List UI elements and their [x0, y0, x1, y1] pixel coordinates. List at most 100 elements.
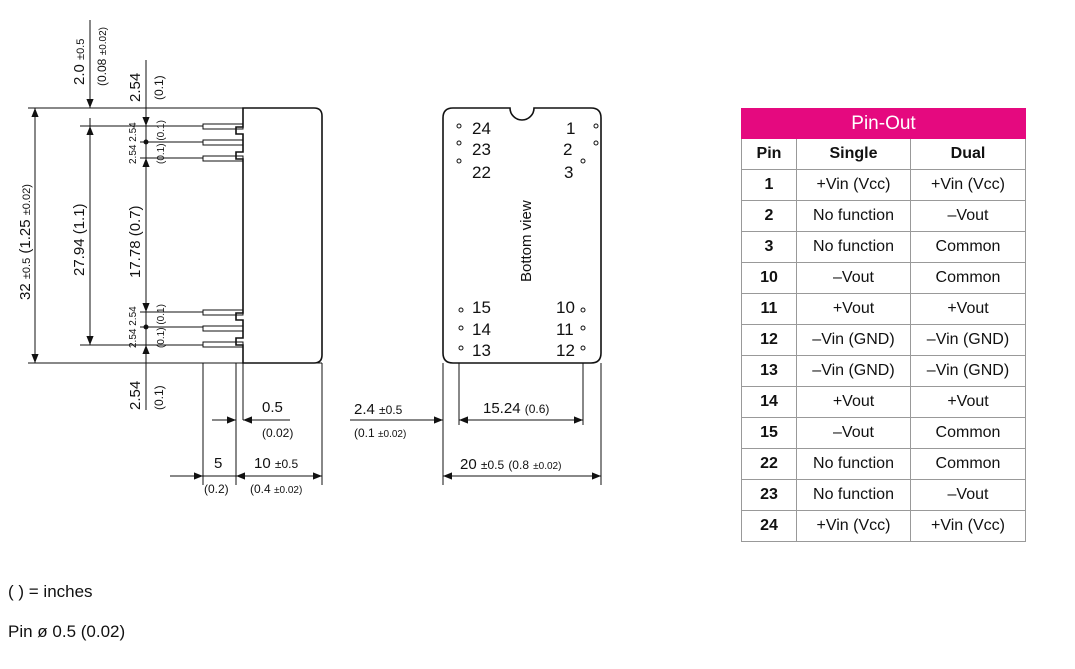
- pin-label: 14: [472, 320, 491, 339]
- single-cell: +Vout: [796, 293, 911, 325]
- pin-number-cell: 11: [741, 293, 797, 325]
- table-row: 1+Vin (Vcc)+Vin (Vcc): [741, 169, 1026, 201]
- dim-body-width: 10 ±0.5: [254, 455, 298, 472]
- column-header-dual: Dual: [910, 138, 1026, 170]
- pin-label: 3: [564, 163, 573, 182]
- single-cell: –Vout: [796, 417, 911, 449]
- pin-number-cell: 22: [741, 448, 797, 480]
- dim-small-pitch-bottom: 2.54 2.54: [128, 306, 139, 348]
- dim-row-spacing: 15.24 (0.6): [483, 400, 549, 417]
- dim-pin-thickness-in: (0.02): [262, 426, 293, 440]
- dual-cell: +Vin (Vcc): [910, 510, 1026, 542]
- table-row: 13–Vin (GND)–Vin (GND): [741, 355, 1026, 387]
- dim-pin-thickness: 0.5: [262, 399, 283, 416]
- pin-label: 1: [566, 119, 575, 138]
- pin-diameter-note: Pin ø 0.5 (0.02): [8, 622, 126, 641]
- pin-label: 22: [472, 163, 491, 182]
- dual-cell: Common: [910, 417, 1026, 449]
- single-cell: +Vin (Vcc): [796, 169, 911, 201]
- dim-pitch-top-in: (0.1): [152, 75, 166, 100]
- single-cell: No function: [796, 448, 911, 480]
- dim-small-pitch-bottom-in: (0.1) (0.1): [156, 304, 167, 348]
- pin-side: [202, 325, 244, 332]
- dual-cell: –Vout: [910, 200, 1026, 232]
- table-row: 12–Vin (GND)–Vin (GND): [741, 324, 1026, 356]
- bottom-view-label: Bottom view: [518, 200, 535, 282]
- single-cell: No function: [796, 479, 911, 511]
- dim-pitch-bottom: 2.54: [127, 381, 144, 410]
- dim-body-width-in: (0.4 ±0.02): [250, 482, 302, 496]
- dim-total-height: 32 ±0.5 (1.25 ±0.02): [17, 184, 34, 300]
- pin-label: 23: [472, 140, 491, 159]
- pin-number-cell: 2: [741, 200, 797, 232]
- dim-edge-offset-in: (0.1 ±0.02): [354, 426, 406, 440]
- dual-cell: –Vin (GND): [910, 355, 1026, 387]
- pin-number-cell: 15: [741, 417, 797, 449]
- mechanical-drawing: 32 ±0.5 (1.25 ±0.02) 27.94 (1.1) 17.78 (…: [17, 20, 602, 496]
- single-cell: No function: [796, 231, 911, 263]
- dual-cell: Common: [910, 262, 1026, 294]
- dim-width: 20 ±0.5 (0.8 ±0.02): [460, 456, 561, 473]
- dim-pin-length-in: (0.2): [204, 482, 229, 496]
- pin-side: [202, 139, 244, 146]
- side-view-labels: 32 ±0.5 (1.25 ±0.02) 27.94 (1.1) 17.78 (…: [17, 27, 302, 496]
- dim-pin-span: 27.94 (1.1): [71, 203, 88, 276]
- dim-top-offset: 2.0 ±0.5: [71, 39, 88, 85]
- table-row: 24+Vin (Vcc)+Vin (Vcc): [741, 510, 1026, 542]
- pinout-table: Pin-Out Pin Single Dual 1+Vin (Vcc)+Vin …: [741, 108, 1026, 542]
- pin-label: 11: [556, 320, 574, 339]
- column-header-pin: Pin: [741, 138, 797, 170]
- single-cell: –Vout: [796, 262, 911, 294]
- dim-edge-offset: 2.4 ±0.5: [354, 401, 403, 418]
- column-header-single: Single: [796, 138, 911, 170]
- pin-number-cell: 3: [741, 231, 797, 263]
- side-view: [28, 20, 323, 485]
- pin-number-cell: 24: [741, 510, 797, 542]
- dual-cell: Common: [910, 231, 1026, 263]
- pin-label: 2: [563, 140, 572, 159]
- pin-label: 12: [556, 341, 575, 360]
- dim-inner-span: 17.78 (0.7): [127, 205, 144, 278]
- pin-label: 10: [556, 298, 575, 317]
- dual-cell: +Vout: [910, 386, 1026, 418]
- dim-pin-length: 5: [214, 455, 222, 472]
- pin-number-cell: 14: [741, 386, 797, 418]
- pinout-title: Pin-Out: [741, 108, 1026, 139]
- pin-label: 24: [472, 119, 491, 138]
- table-row: 11+Vout+Vout: [741, 293, 1026, 325]
- pin-number-cell: 1: [741, 169, 797, 201]
- bottom-view: [350, 107, 602, 485]
- single-cell: No function: [796, 200, 911, 232]
- units-note: ( ) = inches: [8, 582, 93, 601]
- pin-label: 13: [472, 341, 491, 360]
- single-cell: –Vin (GND): [796, 324, 911, 356]
- pin-label: 15: [472, 298, 491, 317]
- dim-pitch-top: 2.54: [127, 73, 144, 102]
- pin-number-cell: 10: [741, 262, 797, 294]
- dual-cell: +Vin (Vcc): [910, 169, 1026, 201]
- pin-number-cell: 13: [741, 355, 797, 387]
- dim-top-offset-in: (0.08 ±0.02): [95, 27, 109, 86]
- pin-number-cell: 12: [741, 324, 797, 356]
- dual-cell: –Vout: [910, 479, 1026, 511]
- bottom-view-labels: 24 23 22 1 2 3 15 14 13 10 11 12 Bottom …: [354, 119, 575, 473]
- dual-cell: +Vout: [910, 293, 1026, 325]
- dim-small-pitch-top-in: (0.1) (0.1): [156, 120, 167, 164]
- single-cell: +Vout: [796, 386, 911, 418]
- pin-number-cell: 23: [741, 479, 797, 511]
- dim-pitch-bottom-in: (0.1): [152, 385, 166, 410]
- single-cell: +Vin (Vcc): [796, 510, 911, 542]
- module-body-side: [235, 107, 323, 364]
- table-row: 14+Vout+Vout: [741, 386, 1026, 418]
- dual-cell: Common: [910, 448, 1026, 480]
- single-cell: –Vin (GND): [796, 355, 911, 387]
- dual-cell: –Vin (GND): [910, 324, 1026, 356]
- module-body-bottom: [442, 107, 602, 364]
- dim-small-pitch-top: 2.54 2.54: [128, 122, 139, 164]
